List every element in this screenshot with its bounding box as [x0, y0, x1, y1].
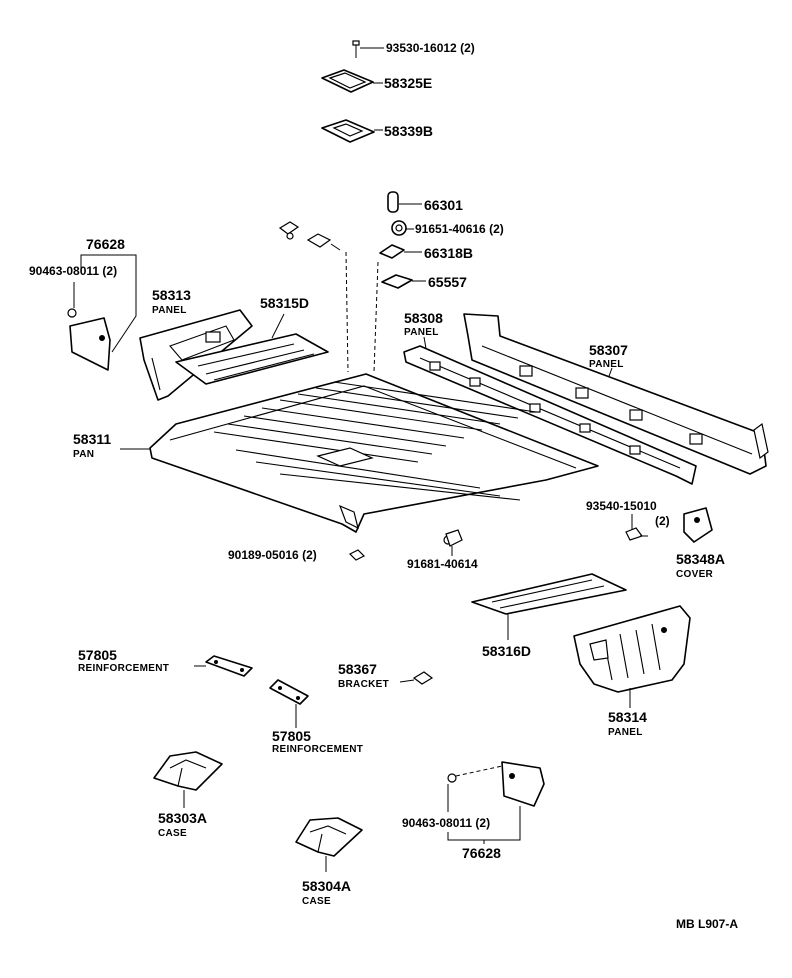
- name-58311: PAN: [73, 449, 94, 460]
- panel-58314: [573, 605, 691, 693]
- mudflap-upper-left: [67, 282, 111, 371]
- case-58303A: [153, 751, 223, 791]
- label-58303A: 58303A: [158, 810, 207, 826]
- cover-58348A: [683, 507, 713, 543]
- label-57805-lower: 57805: [272, 728, 311, 744]
- side-rail-58307: [463, 313, 769, 475]
- label-65557: 65557: [428, 274, 467, 290]
- name-58303A: CASE: [158, 828, 187, 839]
- label-57805-upper: 57805: [78, 647, 117, 663]
- floor-pan-58311: [149, 373, 599, 533]
- clip-90189: [348, 549, 366, 561]
- panel-58313: [139, 309, 253, 401]
- name-58307: PANEL: [589, 359, 624, 370]
- label-58304A: 58304A: [302, 878, 351, 894]
- label-93540: 93540-15010: [586, 499, 657, 513]
- label-58314: 58314: [608, 709, 647, 725]
- case-58304A: [295, 817, 363, 857]
- plate-58315D: [175, 333, 329, 385]
- name-57805-lower: REINFORCEMENT: [272, 744, 363, 755]
- screw-93540: [625, 514, 648, 541]
- label-58307: 58307: [589, 342, 628, 358]
- label-76628-upper: 76628: [86, 236, 125, 252]
- label-58308: 58308: [404, 310, 443, 326]
- plate-58325E: [321, 69, 383, 93]
- label-91651: 91651-40616 (2): [415, 222, 504, 236]
- clip-66318B: [379, 244, 422, 259]
- label-58339B: 58339B: [384, 123, 433, 139]
- label-90463-lower: 90463-08011 (2): [402, 816, 490, 830]
- label-58315D: 58315D: [260, 295, 309, 311]
- bracket-58367: [399, 671, 434, 685]
- name-58367: BRACKET: [338, 679, 389, 690]
- clip-65557: [381, 274, 426, 289]
- label-93540-qty: (2): [655, 514, 670, 528]
- bracket-lead-76628-upper: [80, 254, 137, 353]
- reinforcement-57805-upper: [205, 655, 253, 677]
- name-58348A: COVER: [676, 569, 714, 580]
- assembly-line-1: [373, 261, 379, 373]
- label-58316D: 58316D: [482, 643, 531, 659]
- name-58304A: CASE: [302, 896, 331, 907]
- mudflap-lower-right: [447, 761, 545, 812]
- label-90189: 90189-05016 (2): [228, 548, 317, 562]
- name-57805-upper: REINFORCEMENT: [78, 663, 169, 674]
- label-58313: 58313: [152, 287, 191, 303]
- diagram-code: MB L907-A: [676, 917, 738, 931]
- label-91681: 91681-40614: [407, 557, 478, 571]
- side-rail-58308: [403, 345, 697, 485]
- bracket-lead-76628-lower: [447, 806, 521, 844]
- label-58367: 58367: [338, 661, 377, 677]
- name-58308: PANEL: [404, 327, 439, 338]
- lead-58315D: [271, 313, 285, 339]
- bolt-93530: [352, 40, 384, 58]
- label-76628-lower: 76628: [462, 845, 501, 861]
- name-58314: PANEL: [608, 727, 643, 738]
- plate-58316D: [471, 573, 627, 615]
- label-66318B: 66318B: [424, 245, 473, 261]
- name-58313: PANEL: [152, 305, 187, 316]
- label-58325E: 58325E: [384, 75, 432, 91]
- bolt-91681: [443, 529, 463, 556]
- label-90463-upper: 90463-08011 (2): [29, 264, 117, 278]
- label-66301: 66301: [424, 197, 463, 213]
- nut-91651: [391, 220, 414, 236]
- plug-66301: [387, 191, 422, 213]
- label-58311: 58311: [73, 431, 111, 447]
- assembly-line-2: [345, 251, 349, 373]
- clips-upper: [278, 221, 341, 251]
- label-58348A: 58348A: [676, 551, 725, 567]
- gasket-58339B: [321, 119, 383, 143]
- label-93530: 93530-16012 (2): [386, 41, 475, 55]
- reinforcement-57805-lower: [269, 679, 309, 705]
